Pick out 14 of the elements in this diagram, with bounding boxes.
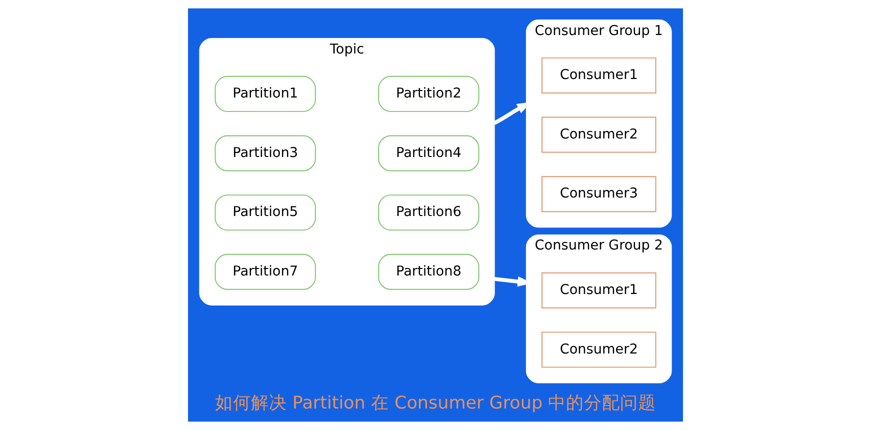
node-box: Partition7	[214, 254, 316, 290]
node-box: Consumer2	[542, 332, 656, 368]
node-box: Partition6	[378, 194, 480, 231]
node-box: Consumer1	[542, 57, 656, 94]
node-box: Partition5	[214, 194, 316, 231]
node-box: Partition8	[378, 254, 480, 290]
node-box: Partition4	[378, 135, 480, 172]
node-box: Consumer1	[542, 272, 656, 308]
node-box: Partition2	[378, 76, 480, 112]
caption: 如何解决 Partition 在 Consumer Group 中的分配问题	[214, 393, 656, 414]
node-box: Consumer3	[542, 176, 656, 212]
node-box: Partition3	[214, 135, 316, 172]
node-box: Consumer2	[542, 116, 656, 153]
node-box: Partition1	[214, 76, 316, 112]
